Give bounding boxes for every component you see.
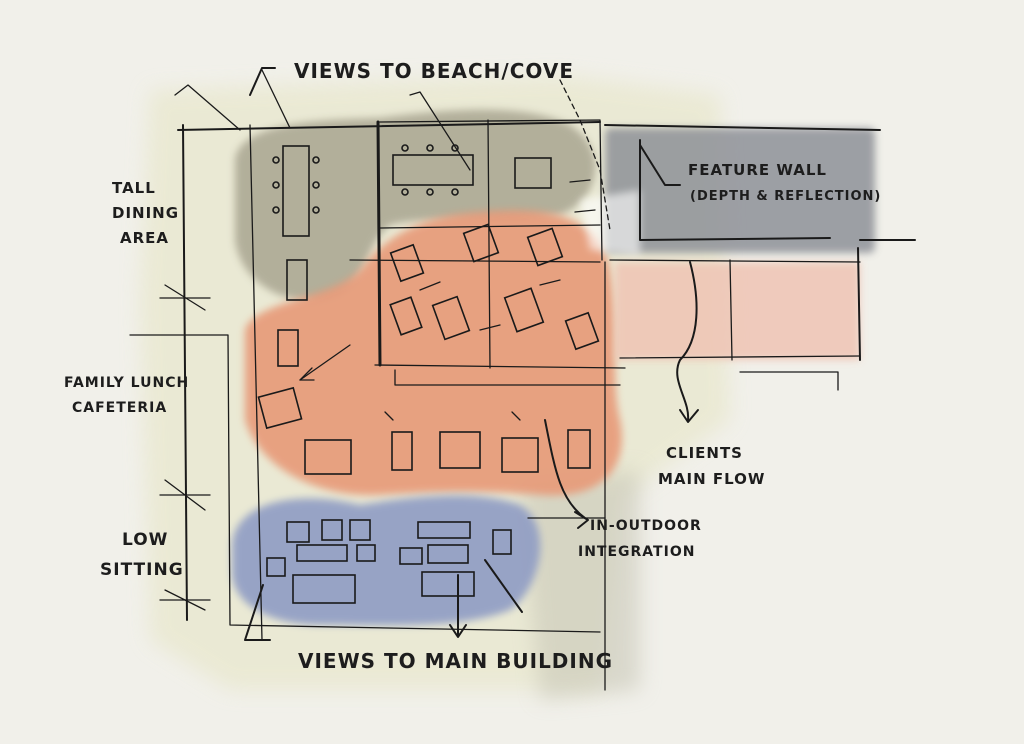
annotation-labels: VIEWS TO BEACH/COVE FEATURE WALL (DEPTH …: [64, 59, 881, 673]
label-family-lunch-1: FAMILY LUNCH: [64, 375, 189, 391]
feature-wall-zone: [605, 128, 875, 253]
low-sitting-furniture: [266, 519, 512, 604]
flow-arrows: [244, 144, 699, 641]
label-in-outdoor-1: IN-OUTDOOR: [590, 518, 702, 534]
label-feature-wall-2: (DEPTH & REFLECTION): [690, 189, 881, 204]
cafeteria-zone: [245, 210, 622, 496]
label-tall-dining-3: AREA: [120, 229, 169, 247]
label-views-main: VIEWS TO MAIN BUILDING: [298, 649, 613, 673]
low-sitting-zone: [232, 495, 541, 626]
label-family-lunch-2: CAFETERIA: [72, 400, 167, 416]
tall-dining-furniture: [272, 144, 552, 301]
tall-dining-zone: [235, 109, 596, 301]
label-low-sitting-1: LOW: [122, 530, 168, 550]
shadow-wash: [520, 470, 640, 700]
label-clients-flow-1: CLIENTS: [666, 444, 743, 462]
plan-lines: [129, 67, 916, 691]
label-feature-wall-1: FEATURE WALL: [688, 161, 827, 179]
label-in-outdoor-2: INTEGRATION: [578, 544, 695, 560]
label-low-sitting-2: SITTING: [100, 560, 184, 580]
label-tall-dining-2: DINING: [112, 204, 179, 222]
label-views-beach: VIEWS TO BEACH/COVE: [294, 59, 574, 83]
label-tall-dining-1: TALL: [112, 179, 156, 197]
cafeteria-furniture: [257, 223, 600, 475]
corridor-zone: [615, 262, 860, 360]
feature-wall-white-cut: [580, 190, 640, 255]
label-clients-flow-2: MAIN FLOW: [658, 470, 765, 488]
